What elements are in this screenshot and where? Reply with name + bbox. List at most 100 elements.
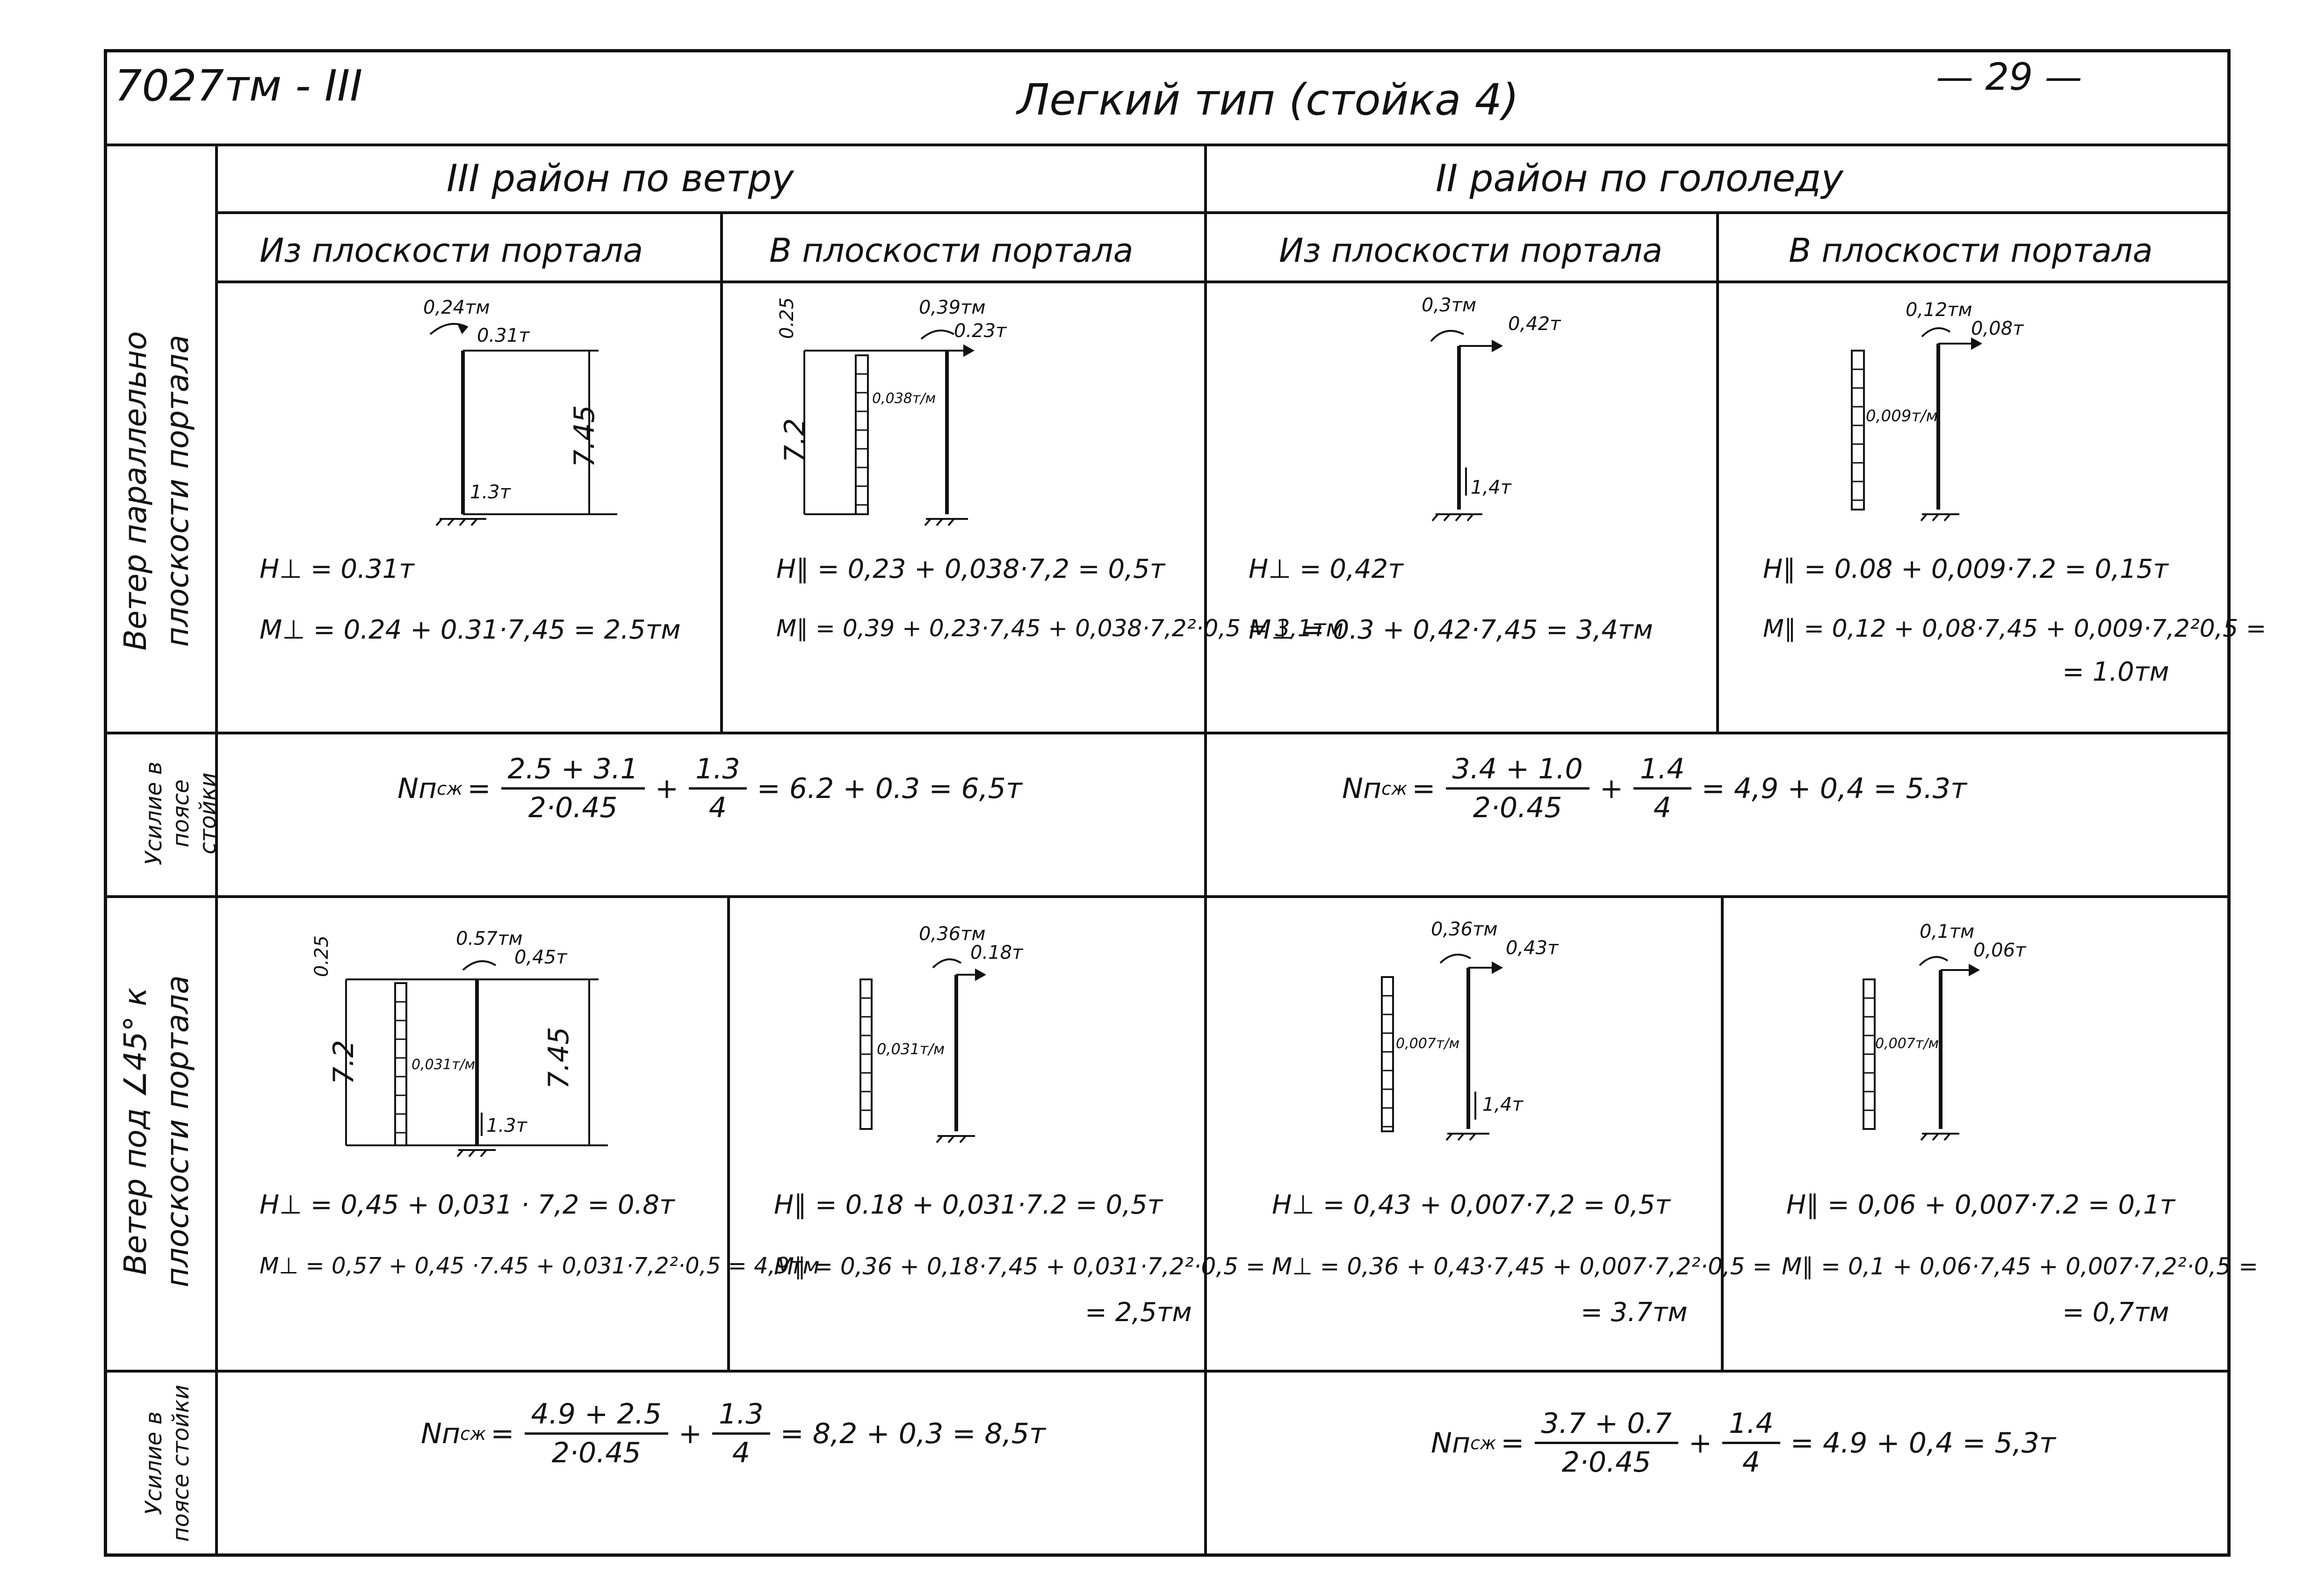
r3c3-base-label: 1,4т — [1482, 1094, 1523, 1115]
r3c2-eq-m: M∥ = 0,36 + 0,18·7,45 + 0,031·7,2²·0,5 = — [774, 1253, 1265, 1280]
r3c4-moment-label: 0,1тм — [1920, 921, 1975, 942]
r1c1-base-label: 1.3т — [470, 482, 511, 503]
r1c4-eq-h: H∥ = 0.08 + 0,009·7.2 = 0,15т — [1763, 554, 2168, 584]
force1-left-frac2: 1.3 4 — [689, 753, 747, 824]
force2-right-lhs: Nп — [1431, 1426, 1471, 1459]
r1c3-force-label: 0,42т — [1508, 313, 1561, 335]
grid-line-c1 — [720, 211, 723, 732]
col-wind-in-plane: В плоскости портала — [769, 231, 1134, 270]
r1c3-moment-label: 0,3тм — [1422, 295, 1477, 316]
r3c2-eq-m-result: = 2,5тм — [1085, 1297, 1192, 1328]
force1-left-lhs: Nп — [397, 772, 437, 805]
force2-left-frac1: 4.9 + 2.5 2·0.45 — [524, 1398, 668, 1469]
r1c4-eq-m-result: = 1.0тм — [2062, 657, 2169, 687]
r1c2-force-label: 0.23т — [954, 320, 1007, 342]
grid-line-colhead — [215, 211, 2231, 214]
r3c3-eq-m-result: = 3.7тм — [1581, 1297, 1688, 1328]
grid-line-c1b — [727, 895, 730, 1370]
diagram-r3c1 — [345, 960, 608, 1157]
r3c2-load-label: 0,031т/м — [877, 1040, 945, 1058]
row-label-wind-45: Ветер под ∠45° к плоскости портала — [117, 975, 195, 1287]
force1-right-result: = 4,9 + 0,4 = 5.3т — [1701, 772, 1967, 805]
force1-right-frac1: 3.4 + 1.0 2·0.45 — [1445, 753, 1589, 824]
r3c3-eq-h: H⊥ = 0,43 + 0,007·7,2 = 0,5т — [1272, 1190, 1671, 1220]
r3c3-moment-label: 0,36тм — [1431, 919, 1498, 940]
force1-right-sup: сж — [1381, 778, 1408, 799]
force2-left-frac2: 1.3 4 — [712, 1398, 770, 1469]
grid-line-row1 — [104, 732, 2231, 734]
drawing-sheet-frame — [104, 49, 2231, 1557]
r1c4-moment-label: 0,12тм — [1906, 299, 1972, 321]
col-ice-out-of-plane: Из плоскости портала — [1279, 231, 1663, 270]
r1c2-eq-h: H∥ = 0,23 + 0,038·7,2 = 0,5т — [776, 554, 1165, 584]
force1-right-frac2: 1.4 4 — [1633, 753, 1691, 824]
r1c4-load-label: 0,009т/м — [1866, 407, 1938, 425]
r3c4-eq-m-result: = 0,7тм — [2062, 1297, 2169, 1328]
diagram-r1c3 — [1430, 330, 1503, 522]
grid-line-row2 — [104, 895, 2231, 898]
r3c1-eq-h: H⊥ = 0,45 + 0,031 · 7,2 = 0.8т — [260, 1190, 675, 1220]
r1c2-moment-label: 0,39тм — [919, 297, 986, 318]
r3c1-left-height-label: 7.2 — [327, 1040, 360, 1085]
r1c3-eq-h: H⊥ = 0,42т — [1249, 554, 1403, 584]
r1c1-eq-m: M⊥ = 0.24 + 0.31·7,45 = 2.5тм — [260, 615, 681, 645]
r3c2-eq-h: H∥ = 0.18 + 0,031·7.2 = 0,5т — [774, 1190, 1163, 1220]
force2-right-result: = 4.9 + 0,4 = 5,3т — [1790, 1426, 2056, 1459]
r1c1-moment-label: 0,24тм — [423, 297, 490, 318]
row-label-parallel-wind: Ветер параллельно плоскости портала — [117, 331, 195, 651]
force1-left-frac1: 2.5 + 3.1 2·0.45 — [501, 753, 645, 824]
r3c1-load-label: 0,031т/м — [412, 1057, 476, 1073]
r3c4-force-label: 0,06т — [1973, 940, 2026, 961]
r1c4-eq-m: M∥ = 0,12 + 0,08·7,45 + 0,009·7,2²0,5 = — [1763, 615, 2267, 643]
diagram-r1c2 — [803, 330, 975, 526]
wind-region-heading: III район по ветру — [447, 157, 794, 200]
col-wind-out-of-plane: Из плоскости портала — [260, 231, 643, 270]
force2-left-equation: Nп сж = 4.9 + 2.5 2·0.45 + 1.3 4 = 8,2 +… — [421, 1398, 1046, 1469]
r1c3-eq-m: M⊥ = 0.3 + 0,42·7,45 = 3,4тм — [1249, 615, 1653, 645]
diagram-r3c2 — [859, 958, 987, 1143]
force1-left-sup: сж — [437, 778, 463, 799]
diagram-r1c4 — [1851, 327, 1983, 522]
force2-left-lhs: Nп — [421, 1417, 461, 1450]
grid-line-header — [104, 144, 2231, 146]
r3c3-force-label: 0,43т — [1506, 937, 1559, 959]
page-number: — 29 — — [1936, 55, 2082, 99]
ice-region-heading: II район по гололеду — [1436, 157, 1843, 200]
force1-right-equation: Nп сж = 3.4 + 1.0 2·0.45 + 1.4 4 = 4,9 +… — [1342, 753, 1967, 824]
grid-line-mid — [1204, 144, 1207, 1557]
r3c1-offset-label: 0.25 — [311, 935, 332, 977]
r1c1-height-label: 7.45 — [568, 405, 601, 467]
force2-left-result: = 8,2 + 0,3 = 8,5т — [780, 1417, 1046, 1450]
force2-right-frac1: 3.7 + 0.7 2·0.45 — [1534, 1407, 1678, 1479]
grid-line-c3b — [1721, 895, 1724, 1370]
r1c2-load-label: 0,038т/м — [872, 390, 936, 407]
r3c1-base-label: 1.3т — [486, 1115, 527, 1136]
col-ice-in-plane: В плоскости портала — [1789, 231, 2153, 270]
force1-left-equation: Nп сж = 2.5 + 3.1 2·0.45 + 1.3 4 = 6.2 +… — [397, 753, 1022, 824]
row-label-force-1: Усилие в поясе стойки — [141, 762, 221, 865]
force2-left-sup: сж — [460, 1423, 486, 1444]
r1c4-force-label: 0,08т — [1971, 318, 2024, 339]
r1c2-eq-m: M∥ = 0,39 + 0,23·7,45 + 0,038·7,2²·0,5 =… — [776, 615, 1344, 642]
r3c1-moment-label: 0.57тм — [456, 928, 523, 949]
row-label-force-2: Усилие в поясе стойки — [141, 1385, 194, 1542]
force2-right-sup: сж — [1470, 1432, 1496, 1453]
diagram-r3c4 — [1863, 956, 1980, 1141]
grid-line-subhead — [215, 280, 2231, 283]
r1c1-eq-h: H⊥ = 0.31т — [260, 554, 414, 584]
page-title: Легкий тип (стойка 4) — [1017, 75, 1519, 125]
r3c1-height-label: 7.45 — [542, 1027, 575, 1089]
force1-left-result: = 6.2 + 0.3 = 6,5т — [757, 772, 1022, 805]
r3c4-eq-m: M∥ = 0,1 + 0,06·7,45 + 0,007·7,2²·0,5 = — [1782, 1253, 2259, 1280]
force2-right-equation: Nп сж = 3.7 + 0.7 2·0.45 + 1.4 4 = 4.9 +… — [1431, 1407, 2056, 1479]
r1c3-base-label: 1,4т — [1471, 477, 1511, 498]
doc-code: 7027тм - III — [115, 61, 363, 111]
r3c1-force-label: 0,45т — [514, 947, 567, 968]
r3c3-load-label: 0,007т/м — [1396, 1035, 1460, 1052]
grid-line-rowlabel — [215, 144, 218, 1557]
force2-right-frac2: 1.4 4 — [1722, 1407, 1780, 1479]
grid-line-row3 — [104, 1370, 2231, 1373]
r3c1-eq-m: M⊥ = 0,57 + 0,45 ·7.45 + 0,031·7,2²·0,5 … — [260, 1253, 820, 1279]
diagram-r1c1 — [429, 323, 617, 526]
grid-line-c3 — [1716, 211, 1719, 732]
